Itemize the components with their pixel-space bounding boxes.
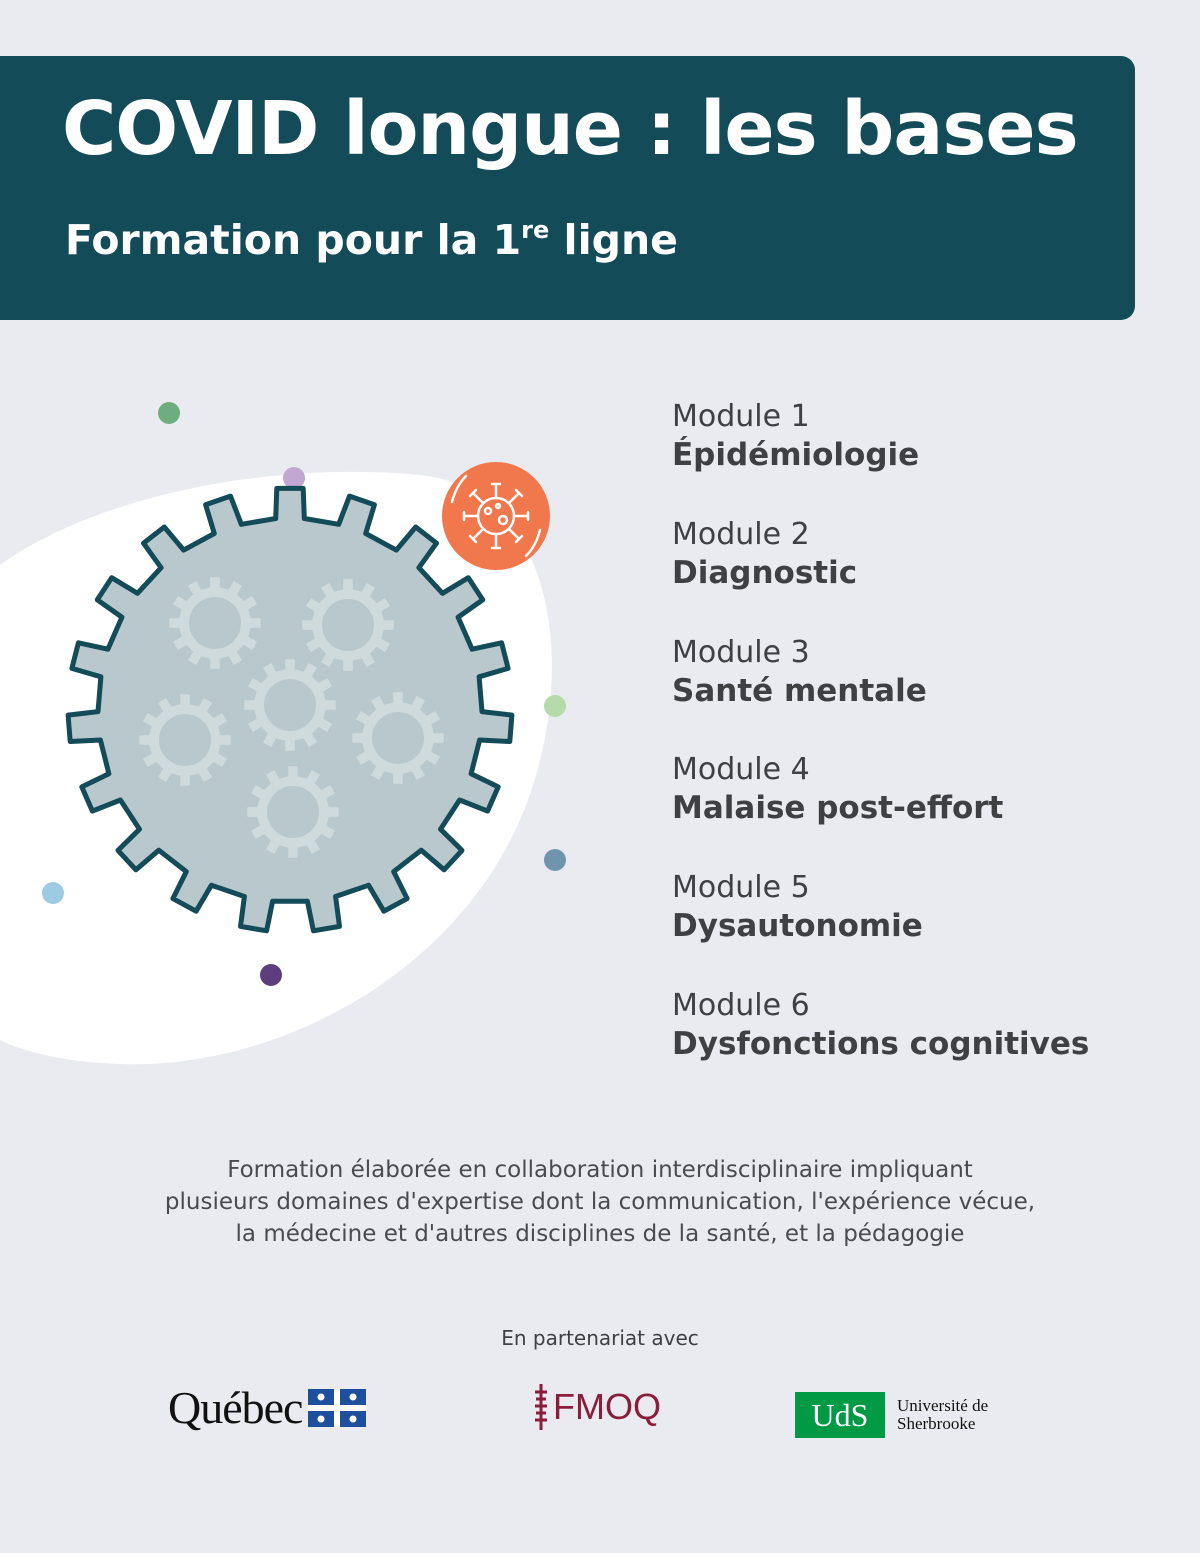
partner-intro: En partenariat avec	[501, 1326, 699, 1350]
virus-illustration	[0, 402, 566, 1065]
uds-logo: UdS Université de Sherbrooke	[795, 1392, 988, 1438]
module-item: Module 2 Diagnostic	[672, 516, 1089, 634]
dot-lilac	[283, 467, 305, 489]
module-name: Santé mentale	[672, 672, 927, 709]
dot-light-green	[544, 695, 566, 717]
description-line: plusieurs domaines d'expertise dont la c…	[164, 1189, 1036, 1215]
dot-purple	[260, 964, 282, 986]
module-number: Module 5	[672, 870, 810, 906]
inner-gear-hub	[372, 712, 424, 764]
dot-green	[158, 402, 180, 424]
module-name: Malaise post-effort	[672, 790, 1004, 827]
subtitle-superscript: re	[521, 216, 550, 244]
subtitle-end: ligne	[549, 216, 678, 264]
inner-gear-hub	[264, 679, 316, 731]
coronavirus-icon	[442, 462, 550, 570]
dot-sky-blue	[42, 882, 64, 904]
inner-gear-hub	[189, 597, 241, 649]
fmoq-wordmark: FMOQ	[553, 1386, 661, 1427]
fleur-de-lis-flag-icon	[308, 1389, 367, 1427]
module-item: Module 1 Épidémiologie	[672, 398, 1089, 516]
inner-gear-hub	[159, 714, 211, 766]
module-name: Dysautonomie	[672, 908, 923, 945]
description-text: Formation élaborée en collaboration inte…	[100, 1154, 1100, 1250]
module-number: Module 3	[672, 634, 810, 670]
inner-gear-hub	[267, 786, 319, 838]
uds-wordmark: Université de Sherbrooke	[897, 1397, 988, 1433]
caduceus-icon	[535, 1384, 547, 1430]
module-item: Module 6 Dysfonctions cognitives	[672, 987, 1089, 1105]
module-item: Module 4 Malaise post-effort	[672, 751, 1089, 869]
quebec-wordmark: Québec	[168, 1382, 303, 1433]
module-number: Module 6	[672, 987, 810, 1023]
subtitle-main: Formation pour la 1	[65, 216, 522, 264]
module-item: Module 3 Santé mentale	[672, 634, 1089, 752]
module-name: Dysfonctions cognitives	[672, 1025, 1090, 1062]
uds-monogram: UdS	[795, 1392, 885, 1438]
module-item: Module 5 Dysautonomie	[672, 869, 1089, 987]
module-number: Module 1	[672, 399, 810, 434]
page-subtitle: Formation pour la 1re ligne	[65, 218, 678, 261]
fmoq-logo: FMOQ	[533, 1384, 661, 1430]
module-number: Module 4	[672, 752, 810, 788]
description-line: Formation élaborée en collaboration inte…	[227, 1157, 973, 1183]
module-number: Module 2	[672, 516, 810, 552]
module-list: Module 1 Épidémiologie Module 2 Diagnost…	[672, 398, 1089, 1105]
inner-gears	[139, 577, 444, 858]
header-banner	[0, 56, 1135, 320]
quebec-logo: Québec	[168, 1382, 367, 1433]
uds-line: Université de	[897, 1396, 989, 1415]
module-name: Diagnostic	[672, 554, 858, 591]
module-name: Épidémiologie	[672, 437, 920, 473]
page-title: COVID longue : les bases	[62, 86, 1079, 172]
inner-gear-hub	[322, 599, 374, 651]
uds-line: Sherbrooke	[897, 1414, 976, 1433]
dot-steel-blue	[544, 849, 566, 871]
description-line: la médecine et d'autres disciplines de l…	[235, 1221, 965, 1247]
